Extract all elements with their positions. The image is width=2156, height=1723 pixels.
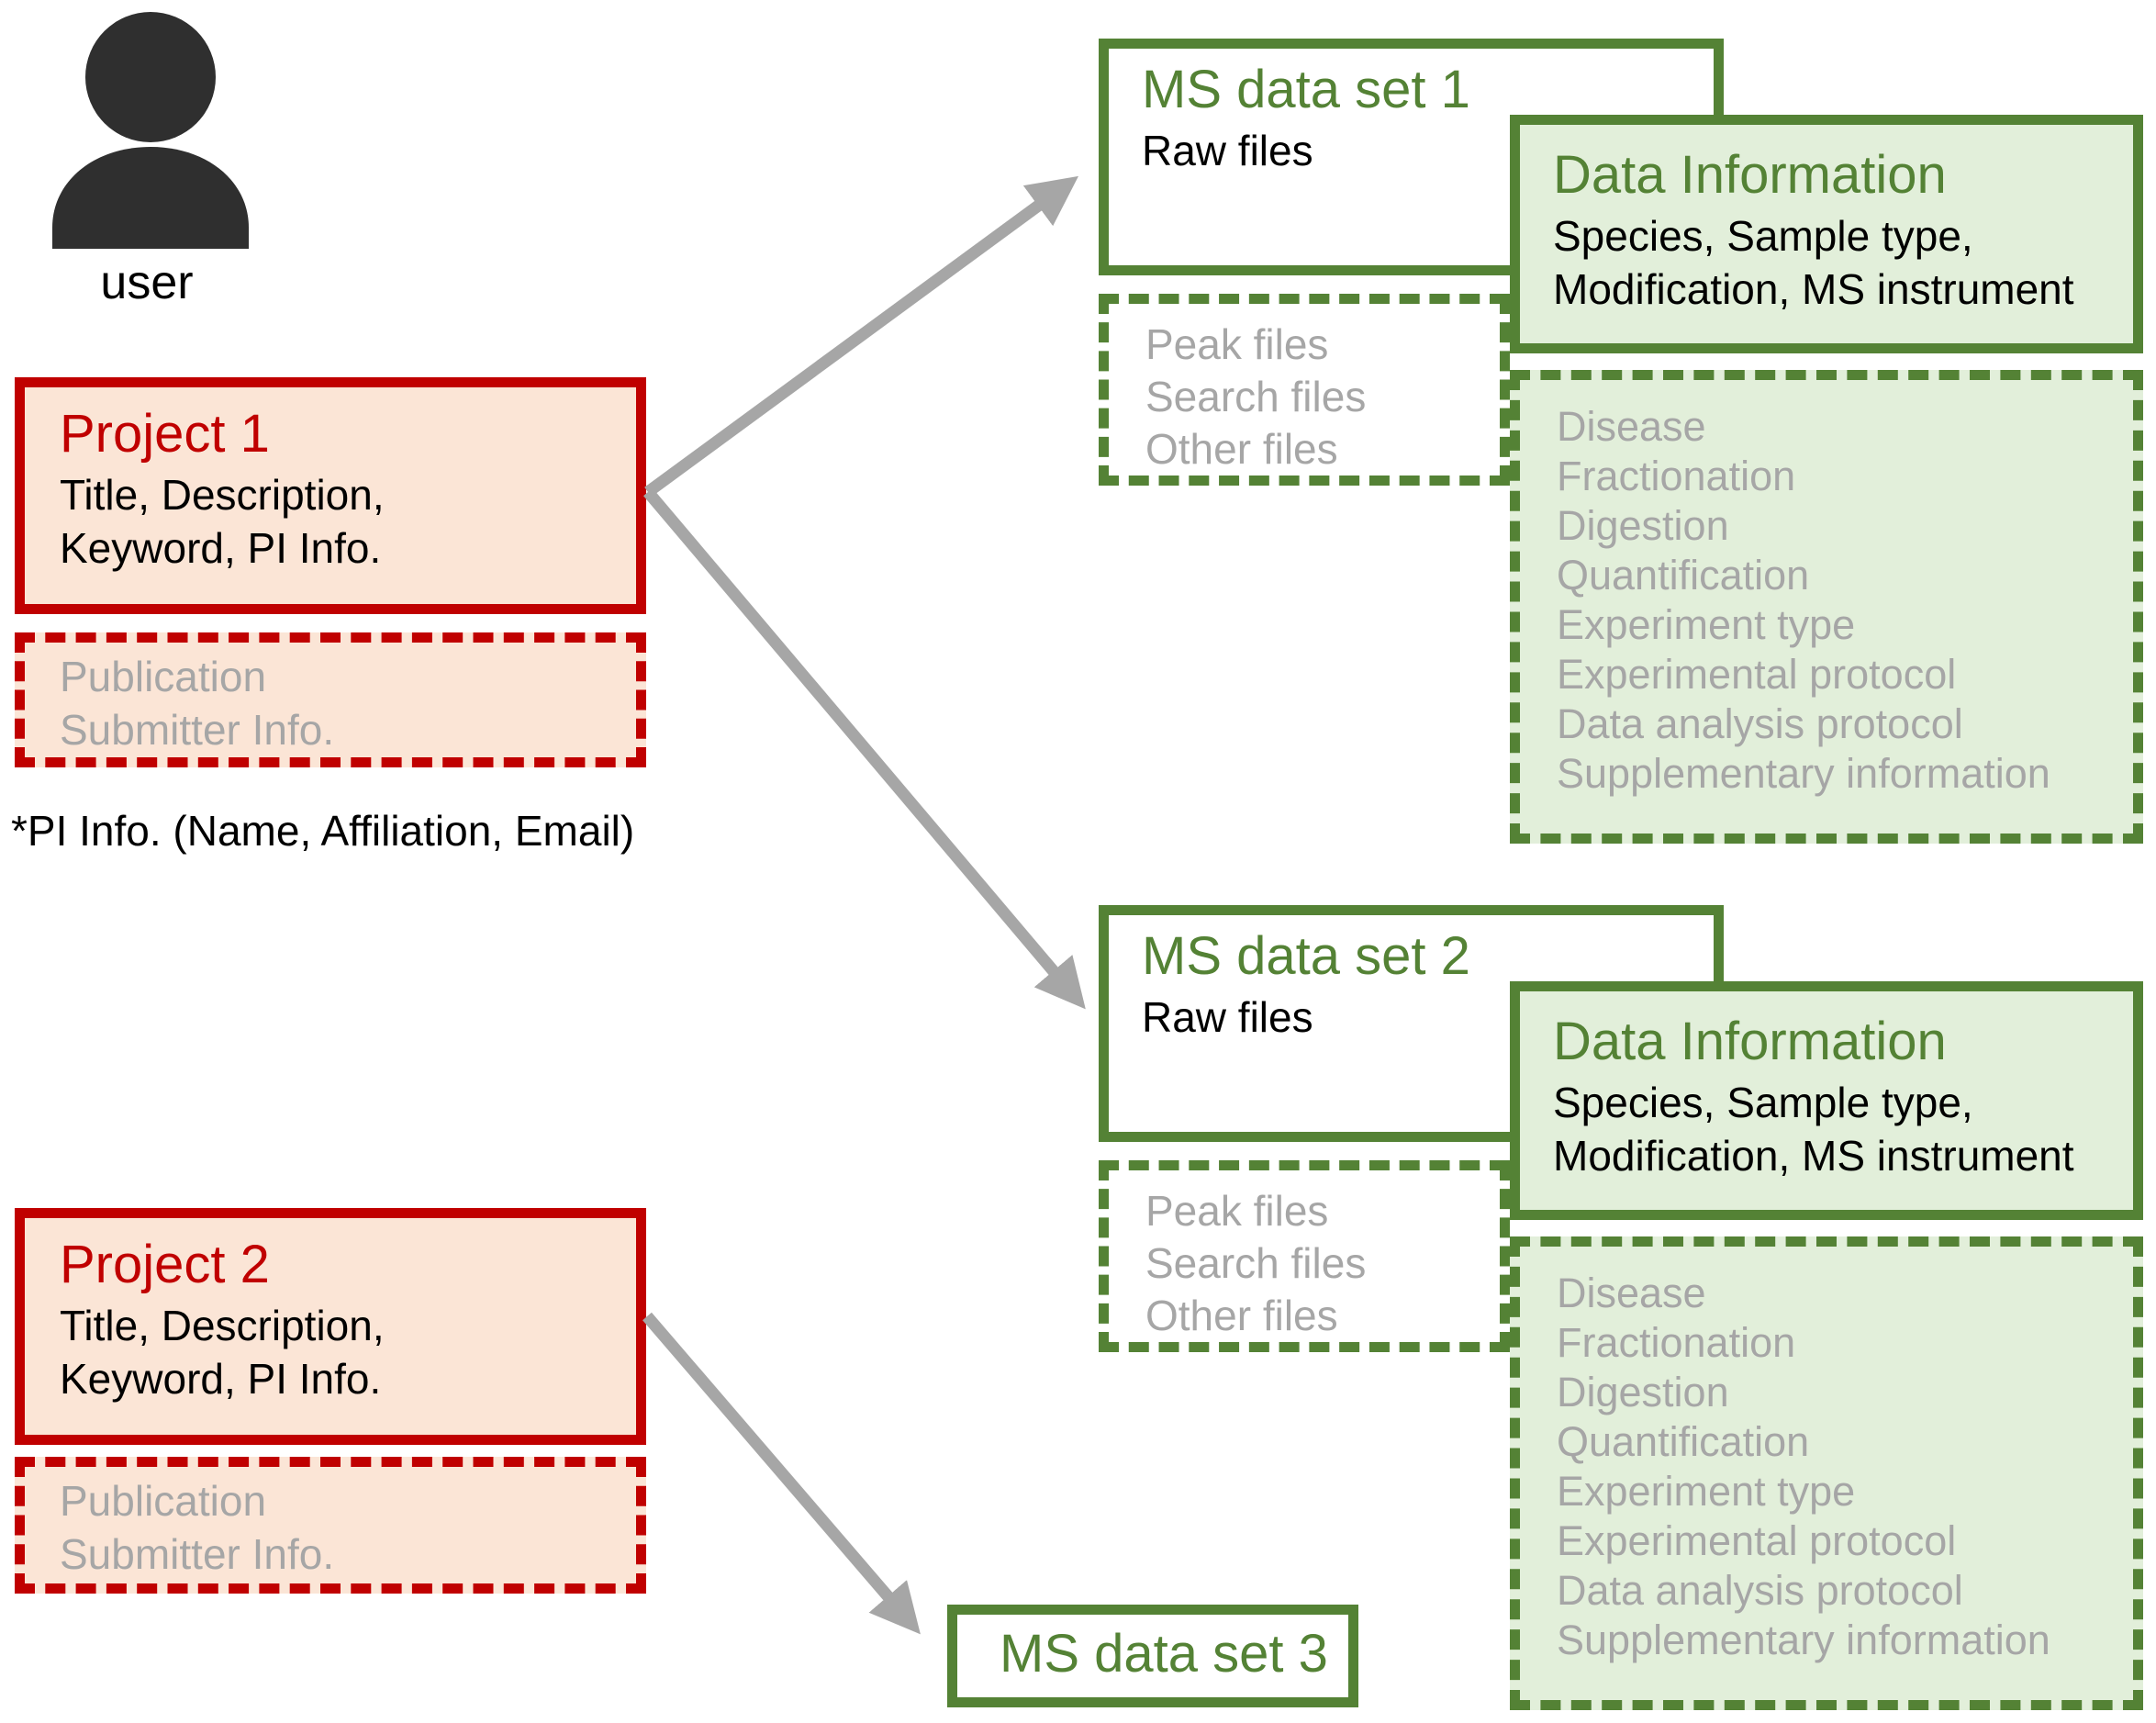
optional-field-item: Disease xyxy=(1557,1270,1706,1316)
project-1-optional-line: Submitter Info. xyxy=(60,706,335,754)
data-information-2-title: Data Information xyxy=(1553,1012,1947,1071)
data-information-1-body-line: Species, Sample type, xyxy=(1553,212,1973,260)
optional-field-item: Experimental protocol xyxy=(1557,651,1957,698)
pi-info-note: *PI Info. (Name, Affiliation, Email) xyxy=(11,807,635,855)
project-2-body-line: Title, Description, xyxy=(60,1302,385,1349)
optional-file-item: Peak files xyxy=(1145,320,1329,368)
optional-field-item: Experiment type xyxy=(1557,1468,1856,1515)
ms-dataset-2-title: MS data set 2 xyxy=(1142,926,1470,986)
data-information-1-body-line: Modification, MS instrument xyxy=(1553,265,2074,313)
optional-file-item: Peak files xyxy=(1145,1187,1329,1235)
optional-field-item: Data analysis protocol xyxy=(1557,700,1963,747)
optional-field-item: Quantification xyxy=(1557,552,1810,599)
data-information-2-body-line: Modification, MS instrument xyxy=(1553,1132,2074,1180)
data-information-1-optional-box: Disease Fractionation Digestion Quantifi… xyxy=(1510,370,2143,844)
data-information-2-body-line: Species, Sample type, xyxy=(1553,1079,1973,1126)
ms-dataset-2-optional-files-box: Peak files Search files Other files xyxy=(1099,1160,1510,1352)
project-1-body-line: Title, Description, xyxy=(60,471,385,519)
project-1-body-line: Keyword, PI Info. xyxy=(60,524,382,572)
ms-dataset-3-title: MS data set 3 xyxy=(1000,1624,1328,1684)
project-2-box: Project 2 Title, Description, Keyword, P… xyxy=(15,1208,646,1445)
ms-dataset-3-box: MS data set 3 xyxy=(947,1605,1358,1707)
project-1-optional-box: Publication Submitter Info. xyxy=(15,632,646,767)
arrow-project2-to-dataset3 xyxy=(642,1312,921,1635)
optional-file-item: Search files xyxy=(1145,1239,1367,1287)
user-label: user xyxy=(100,256,194,309)
optional-file-item: Search files xyxy=(1145,373,1367,420)
data-information-1-title: Data Information xyxy=(1553,145,1947,205)
arrow-project1-to-dataset1 xyxy=(644,175,1079,498)
project-2-body-line: Keyword, PI Info. xyxy=(60,1355,382,1403)
project-2-optional-line: Submitter Info. xyxy=(60,1530,335,1578)
data-information-1-box: Data Information Species, Sample type, M… xyxy=(1510,115,2143,353)
data-information-2-box: Data Information Species, Sample type, M… xyxy=(1510,981,2143,1220)
ms-dataset-1-optional-files-box: Peak files Search files Other files xyxy=(1099,294,1510,486)
optional-field-item: Data analysis protocol xyxy=(1557,1567,1963,1614)
optional-field-item: Digestion xyxy=(1557,502,1729,549)
optional-file-item: Other files xyxy=(1145,425,1338,473)
project-2-optional-line: Publication xyxy=(60,1477,267,1525)
optional-field-item: Digestion xyxy=(1557,1369,1729,1415)
user-icon xyxy=(52,12,249,249)
optional-field-item: Supplementary information xyxy=(1557,1617,2050,1663)
project-1-title: Project 1 xyxy=(60,404,270,464)
optional-field-item: Disease xyxy=(1557,403,1706,450)
ms-dataset-2-raw-files: Raw files xyxy=(1142,993,1313,1041)
optional-field-item: Quantification xyxy=(1557,1418,1810,1465)
project-2-optional-box: Publication Submitter Info. xyxy=(15,1457,646,1594)
optional-file-item: Other files xyxy=(1145,1292,1338,1339)
project-2-title: Project 2 xyxy=(60,1235,270,1294)
project-1-box: Project 1 Title, Description, Keyword, P… xyxy=(15,377,646,614)
arrow-project1-to-dataset2 xyxy=(643,487,1086,1010)
data-information-2-optional-box: Disease Fractionation Digestion Quantifi… xyxy=(1510,1236,2143,1710)
optional-field-item: Experiment type xyxy=(1557,601,1856,648)
optional-field-item: Fractionation xyxy=(1557,1319,1796,1366)
ms-dataset-1-raw-files: Raw files xyxy=(1142,127,1313,174)
optional-field-item: Fractionation xyxy=(1557,453,1796,499)
project-1-optional-line: Publication xyxy=(60,653,267,700)
ms-dataset-1-title: MS data set 1 xyxy=(1142,60,1470,119)
optional-field-item: Experimental protocol xyxy=(1557,1517,1957,1564)
optional-field-item: Supplementary information xyxy=(1557,750,2050,797)
